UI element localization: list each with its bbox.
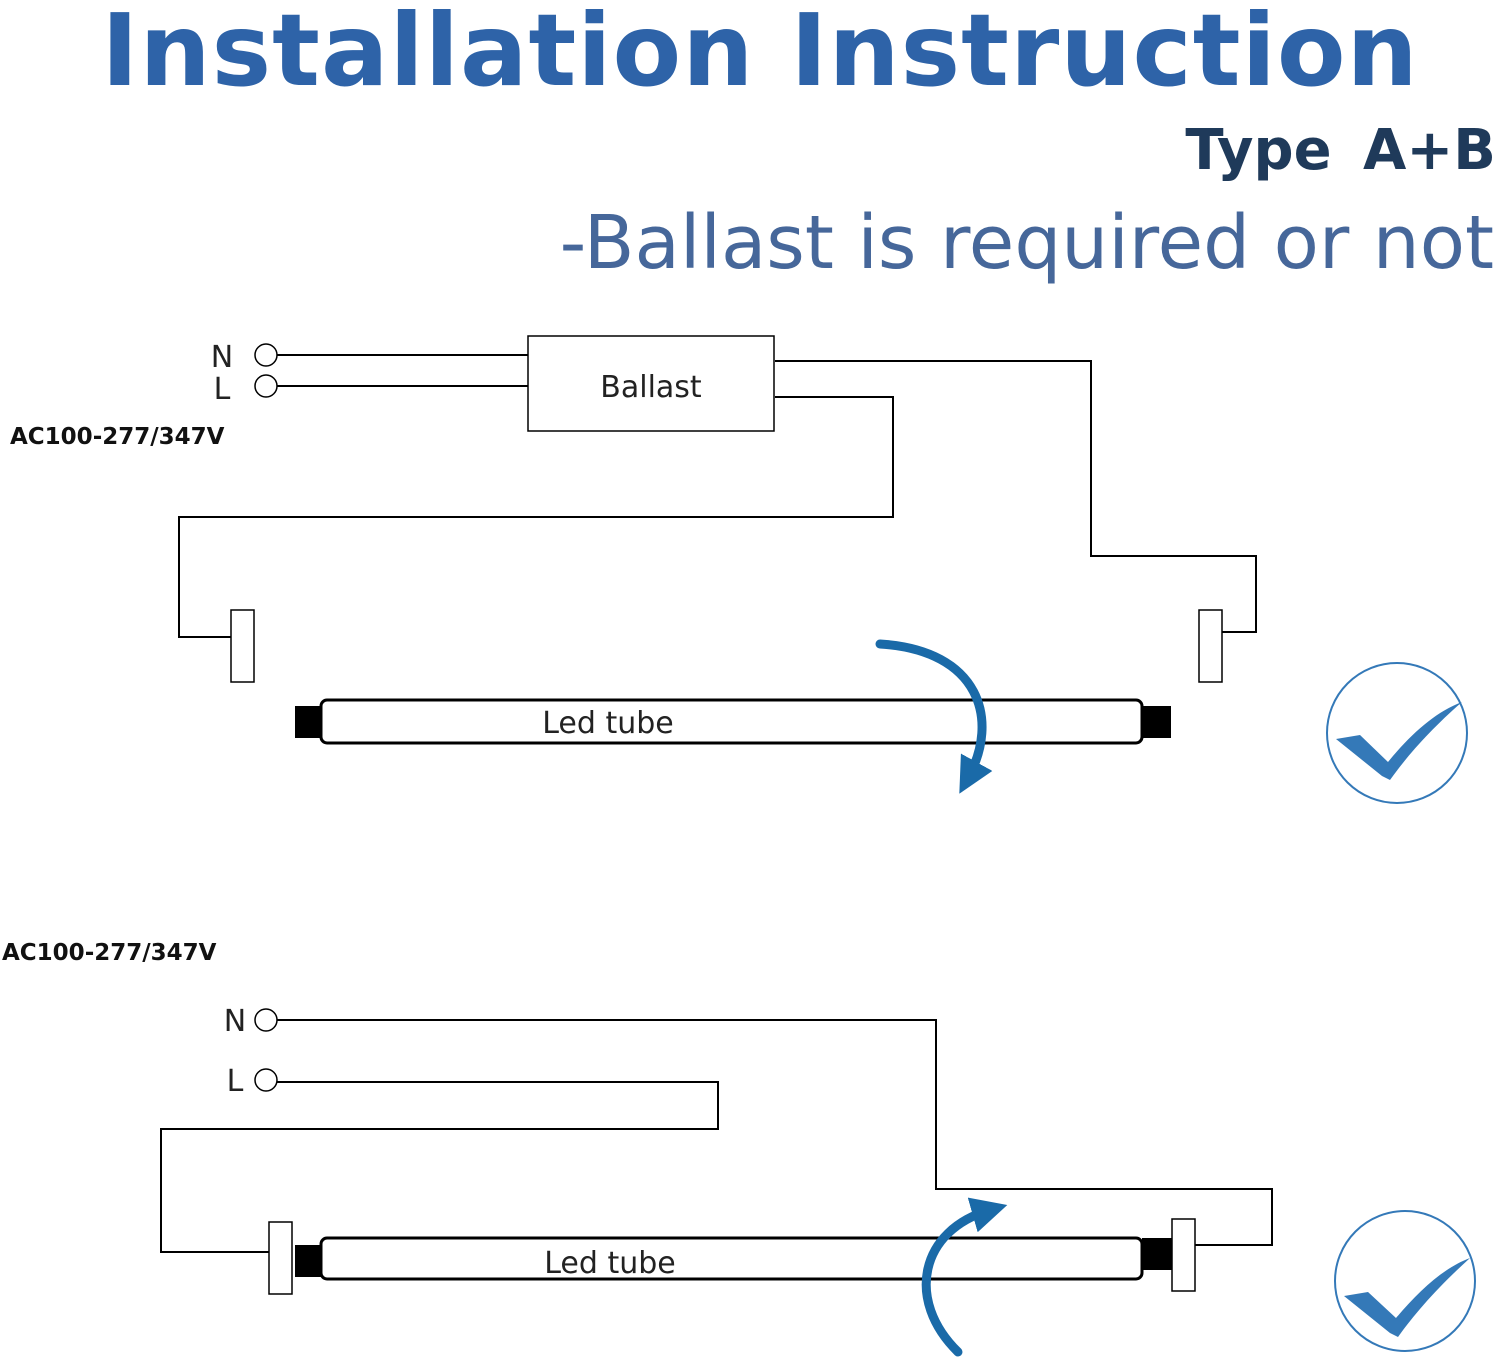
top-tube-label: Led tube [542, 706, 674, 741]
top-tube-left-cap [295, 706, 322, 738]
top-rotate-arrow-icon [875, 639, 993, 794]
bottom-n-label: N [224, 1004, 246, 1039]
bottom-tube-right-cap [1142, 1238, 1172, 1270]
top-l-terminal-icon [254, 374, 278, 398]
bottom-n-terminal-icon [254, 1008, 278, 1032]
bottom-l-terminal-icon [254, 1068, 278, 1092]
top-n-terminal-icon [254, 343, 278, 367]
subtitle: -Ballast is required or not [559, 200, 1494, 286]
top-wires [178, 354, 1257, 638]
ballast-box [527, 335, 775, 432]
type-label: Type A+B [1185, 118, 1496, 183]
bottom-led-tube [319, 1236, 1144, 1281]
top-left-socket [230, 609, 255, 683]
bottom-rotate-arrow-icon [921, 1197, 1008, 1357]
bottom-checkmark-icon [1334, 1210, 1476, 1352]
top-tube-right-cap [1142, 706, 1171, 738]
bottom-tube-label: Led tube [544, 1246, 676, 1281]
bottom-voltage-label: AC100-277/347V [2, 940, 217, 966]
bottom-wires [160, 1019, 1273, 1253]
top-voltage-label: AC100-277/347V [10, 424, 225, 450]
bottom-tube-left-cap [295, 1245, 322, 1277]
top-checkmark-icon [1326, 662, 1468, 804]
top-diagram: N L Ballast Led tube [178, 335, 1468, 804]
top-right-socket [1198, 609, 1223, 683]
page-title: Installation Instruction [101, 0, 1419, 109]
bottom-right-socket [1171, 1218, 1196, 1292]
bottom-left-socket [268, 1221, 293, 1295]
top-led-tube [319, 698, 1144, 745]
top-n-label: N [211, 340, 233, 375]
top-l-label: L [214, 372, 231, 407]
bottom-diagram: N L Led tube [160, 1004, 1476, 1357]
ballast-label: Ballast [600, 370, 702, 405]
bottom-l-label: L [227, 1064, 244, 1099]
